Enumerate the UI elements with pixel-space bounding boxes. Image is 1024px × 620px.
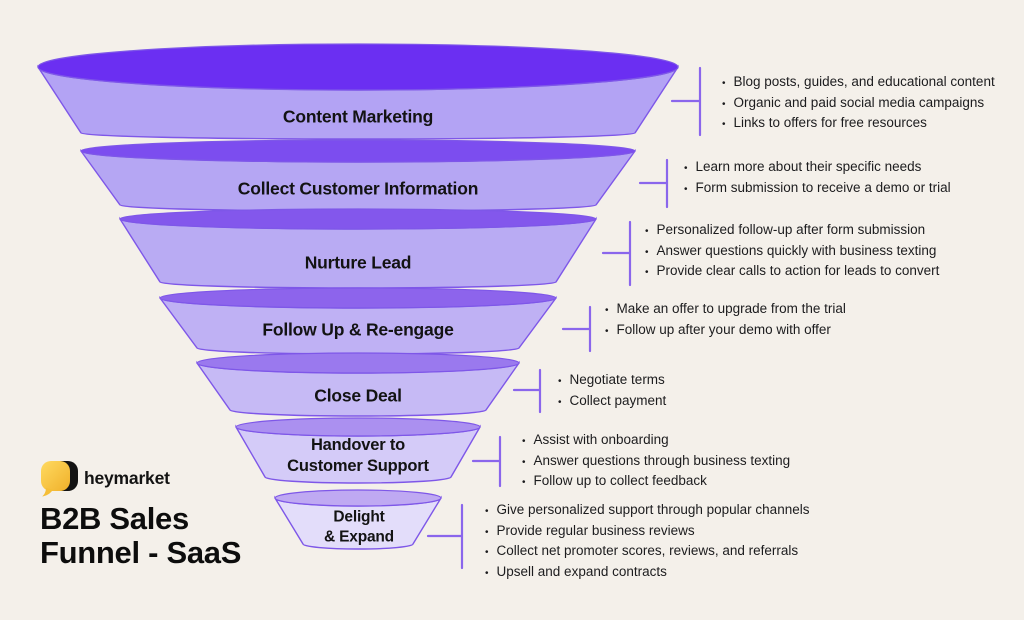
funnel-stage-5: [196, 352, 520, 417]
note-item: • Make an offer to upgrade from the trial: [605, 300, 846, 321]
note-text: Organic and paid social media campaigns: [733, 94, 985, 110]
note-item: • Negotiate terms: [558, 371, 666, 392]
funnel-stage-5-opening: [196, 352, 520, 374]
funnel-stage-3-opening: [119, 208, 597, 230]
bullet-dot: •: [522, 477, 526, 488]
stage-label-delight-expand: Delight & Expand: [324, 508, 394, 546]
note-item: • Answer questions through business texti…: [522, 452, 790, 473]
stage-notes-3: • Personalized follow-up after form submi…: [645, 221, 939, 283]
heymarket-logo: heymarket: [41, 460, 170, 497]
note-item: • Personalized follow-up after form submi…: [645, 221, 939, 242]
note-item: • Follow up after your demo with offer: [605, 321, 846, 342]
funnel-stage-6-opening: [235, 417, 481, 437]
stage-label-nurture-lead: Nurture Lead: [304, 252, 412, 273]
funnel-stage-4-opening: [159, 287, 557, 309]
note-item: • Assist with onboarding: [522, 431, 790, 452]
bullet-dot: •: [558, 376, 562, 387]
brand-name: heymarket: [84, 468, 170, 488]
bullet-dot: •: [558, 396, 562, 408]
stage-notes-6: • Assist with onboarding • Answer question…: [522, 431, 790, 493]
note-text: Give personalized support through popula…: [496, 502, 810, 517]
note-text: Negotiate terms: [569, 372, 665, 387]
connector-line-2: [638, 158, 669, 209]
connector-line-7: [426, 503, 464, 570]
note-text: Form submission to receive a demo or tri…: [695, 179, 951, 195]
note-text: Links to offers for free resources: [733, 115, 927, 130]
connector-line-1: [670, 66, 702, 137]
note-text: Upsell and expand contracts: [496, 563, 667, 579]
funnel-stage-7-opening: [274, 489, 442, 507]
bullet-dot: •: [645, 226, 649, 237]
note-item: • Answer questions quickly with business …: [645, 242, 939, 263]
funnel-stage-1-opening: [37, 43, 679, 91]
note-text: Answer questions quickly with business t…: [656, 242, 937, 258]
bullet-dot: •: [722, 119, 726, 130]
note-text: Make an offer to upgrade from the trial: [616, 301, 846, 316]
note-text: Provide clear calls to action for leads …: [656, 263, 940, 278]
stage-label-content-marketing: Content Marketing: [282, 106, 434, 127]
bullet-dot: •: [722, 78, 726, 89]
bullet-dot: •: [605, 325, 609, 337]
funnel-stage-7: [274, 489, 442, 550]
funnel-stage-4: [159, 287, 557, 355]
stage-label-collect-customer-info: Collect Customer Information: [237, 178, 479, 199]
note-text: Personalized follow-up after form submis…: [656, 222, 926, 237]
bullet-dot: •: [645, 246, 649, 258]
note-text: Follow up after your demo with offer: [616, 321, 831, 337]
bullet-dot: •: [485, 567, 489, 579]
bullet-dot: •: [522, 436, 526, 447]
note-text: Collect net promoter scores, reviews, an…: [496, 543, 799, 558]
bullet-dot: •: [645, 267, 649, 278]
stage-notes-7: • Give personalized support through popul…: [485, 501, 809, 583]
bullet-dot: •: [485, 547, 489, 558]
bullet-dot: •: [605, 305, 609, 316]
note-item: • Blog posts, guides, and educational con…: [722, 73, 995, 94]
speech-bubble-icon: [41, 461, 78, 497]
stage-notes-1: • Blog posts, guides, and educational con…: [722, 73, 995, 135]
funnel-stage-2: [80, 139, 636, 212]
note-item: • Provide clear calls to action for leads…: [645, 262, 939, 283]
note-item: • Upsell and expand contracts: [485, 563, 809, 584]
note-text: Collect payment: [569, 392, 667, 408]
note-item: • Provide regular business reviews: [485, 522, 809, 543]
bullet-dot: •: [522, 456, 526, 468]
note-item: • Organic and paid social media campaigns: [722, 94, 995, 115]
bullet-dot: •: [485, 526, 489, 538]
note-item: • Learn more about their specific needs: [684, 158, 951, 179]
note-text: Assist with onboarding: [533, 432, 669, 447]
stage-notes-2: • Learn more about their specific needs •…: [684, 158, 951, 199]
stage-notes-4: • Make an offer to upgrade from the trial…: [605, 300, 846, 341]
stage-label-follow-up-re-engage: Follow Up & Re-engage: [262, 319, 454, 340]
funnel-stage-2-opening: [80, 139, 636, 163]
connector-line-5: [512, 368, 542, 414]
note-item: • Collect net promoter scores, reviews, a…: [485, 542, 809, 563]
bullet-dot: •: [684, 183, 688, 195]
note-text: Provide regular business reviews: [496, 522, 695, 538]
connector-line-3: [601, 220, 632, 287]
note-item: • Follow up to collect feedback: [522, 472, 790, 493]
stage-label-close-deal: Close Deal: [314, 385, 402, 406]
note-item: • Form submission to receive a demo or tr…: [684, 179, 951, 200]
note-text: Answer questions through business textin…: [533, 452, 791, 468]
funnel-stage-3: [119, 208, 597, 289]
note-text: Follow up to collect feedback: [533, 473, 707, 488]
connector-line-4: [561, 305, 592, 353]
funnel-stage-6: [235, 417, 481, 484]
infographic-title: B2B Sales Funnel - SaaS: [40, 501, 242, 570]
note-text: Learn more about their specific needs: [695, 159, 922, 174]
note-item: • Links to offers for free resources: [722, 114, 995, 135]
connector-line-6: [471, 435, 502, 488]
stage-label-handover-support: Handover to Customer Support: [287, 436, 429, 475]
note-item: • Give personalized support through popul…: [485, 501, 809, 522]
funnel-stage-1: [37, 43, 679, 140]
bullet-dot: •: [485, 506, 489, 517]
note-text: Blog posts, guides, and educational cont…: [733, 74, 995, 89]
bullet-dot: •: [722, 98, 726, 110]
bullet-dot: •: [684, 163, 688, 174]
note-item: • Collect payment: [558, 392, 666, 413]
stage-notes-5: • Negotiate terms • Collect payment: [558, 371, 666, 412]
